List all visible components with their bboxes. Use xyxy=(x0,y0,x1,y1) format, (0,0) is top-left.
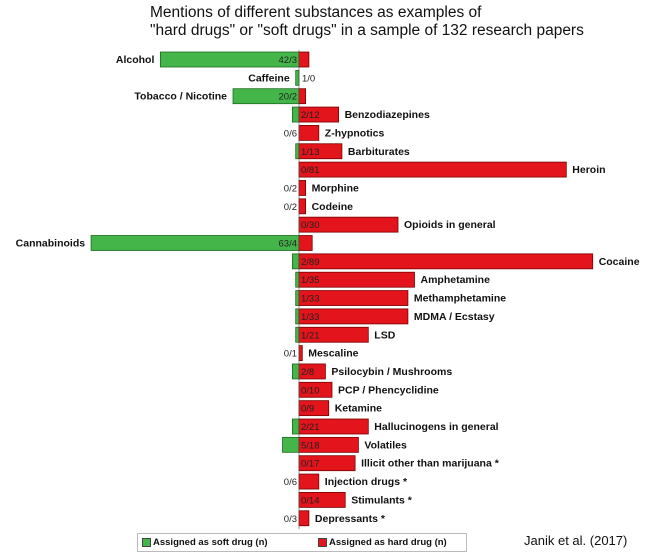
value-label-benzodiazepines: 2/12 xyxy=(301,110,320,121)
value-label-lsd: 1/21 xyxy=(301,330,320,341)
category-label-opioids-in-general: Opioids in general xyxy=(404,219,496,231)
bar-hard-mescaline xyxy=(298,345,303,362)
legend-swatch-soft xyxy=(142,538,151,547)
bar-hard-injection-drugs xyxy=(298,473,320,490)
category-label-pcp-phencyclidine: PCP / Phencyclidine xyxy=(338,384,439,396)
bar-hard-alcohol xyxy=(298,51,310,68)
category-label-injection-drugs: Injection drugs * xyxy=(325,476,408,488)
bar-hard-heroin xyxy=(298,161,567,178)
value-label-amphetamine: 1/35 xyxy=(301,275,320,286)
value-label-tobacco-nicotine: 20/2 xyxy=(279,92,298,103)
bar-soft-mdma-ecstasy xyxy=(295,308,300,325)
category-label-mdma-ecstasy: MDMA / Ecstasy xyxy=(414,311,495,323)
value-label-depressants: 0/3 xyxy=(284,514,297,525)
value-label-hallucinogens-in-general: 2/21 xyxy=(301,422,320,433)
category-label-methamphetamine: Methamphetamine xyxy=(414,293,506,305)
value-label-morphine: 0/2 xyxy=(284,183,297,194)
value-label-injection-drugs: 0/6 xyxy=(284,477,297,488)
bar-soft-amphetamine xyxy=(295,271,300,288)
value-label-cocaine: 2/89 xyxy=(301,257,320,268)
bar-hard-codeine xyxy=(298,198,306,215)
bar-hard-cocaine xyxy=(298,253,594,270)
legend-swatch-hard xyxy=(318,538,327,547)
bar-soft-caffeine xyxy=(295,69,300,86)
bar-soft-volatiles xyxy=(282,436,300,453)
value-label-caffeine: 1/0 xyxy=(302,73,315,84)
chart-title-line-1: Mentions of different substances as exam… xyxy=(150,4,482,21)
category-label-codeine: Codeine xyxy=(312,201,354,213)
category-label-cocaine: Cocaine xyxy=(599,256,640,268)
value-label-alcohol: 42/3 xyxy=(279,55,298,66)
value-label-mescaline: 0/1 xyxy=(284,349,297,360)
legend-label-hard: Assigned as hard drug (n) xyxy=(329,537,447,548)
bar-hard-morphine xyxy=(298,180,306,196)
category-label-stimulants: Stimulants * xyxy=(351,494,413,506)
category-label-barbiturates: Barbiturates xyxy=(348,146,410,158)
value-label-psilocybin-mushrooms: 2/8 xyxy=(301,367,314,378)
legend-label-soft: Assigned as soft drug (n) xyxy=(153,537,268,548)
diverging-bar-chart: 42/3 Alcohol 1/0 Caffeine 20/2 Tobacco / Nico… xyxy=(16,50,640,530)
value-label-codeine: 0/2 xyxy=(284,202,297,213)
category-label-psilocybin-mushrooms: Psilocybin / Mushrooms xyxy=(331,366,452,378)
category-label-mescaline: Mescaline xyxy=(308,348,358,360)
value-label-barbiturates: 1/13 xyxy=(301,147,320,158)
bar-soft-methamphetamine xyxy=(295,290,300,306)
category-label-alcohol: Alcohol xyxy=(116,54,155,66)
category-label-hallucinogens-in-general: Hallucinogens in general xyxy=(374,421,498,433)
category-label-morphine: Morphine xyxy=(312,182,359,194)
value-label-pcp-phencyclidine: 0/10 xyxy=(301,385,320,396)
value-label-z-hypnotics: 0/6 xyxy=(284,128,297,139)
legend-item-hard: Assigned as hard drug (n) xyxy=(318,537,447,548)
value-label-opioids-in-general: 0/30 xyxy=(301,220,320,231)
category-label-cannabinoids: Cannabinoids xyxy=(16,238,86,250)
chart-title: Mentions of different substances as exam… xyxy=(150,4,650,40)
value-label-illicit-other-than-marijuana: 0/17 xyxy=(301,459,320,470)
category-label-heroin: Heroin xyxy=(572,164,605,176)
value-label-volatiles: 5/18 xyxy=(301,440,320,451)
bar-hard-tobacco-nicotine xyxy=(298,88,306,105)
value-label-stimulants: 0/14 xyxy=(301,495,320,506)
legend-item-soft: Assigned as soft drug (n) xyxy=(142,537,268,548)
bar-hard-z-hypnotics xyxy=(298,125,320,141)
value-label-mdma-ecstasy: 1/33 xyxy=(301,312,320,323)
category-label-illicit-other-than-marijuana: Illicit other than marijuana * xyxy=(361,458,500,470)
category-label-lsd: LSD xyxy=(374,329,395,341)
value-label-methamphetamine: 1/33 xyxy=(301,294,320,305)
category-label-volatiles: Volatiles xyxy=(364,439,407,451)
value-label-heroin: 0/81 xyxy=(301,165,320,176)
source-citation: Janik et al. (2017) xyxy=(524,533,628,548)
chart-legend: Assigned as soft drug (n) Assigned as ha… xyxy=(137,533,467,552)
category-label-caffeine: Caffeine xyxy=(248,72,290,84)
category-label-depressants: Depressants * xyxy=(315,513,386,525)
bar-soft-lsd xyxy=(295,326,300,343)
bar-hard-cannabinoids xyxy=(298,235,313,251)
bar-soft-hallucinogens-in-general xyxy=(291,418,300,435)
category-label-amphetamine: Amphetamine xyxy=(421,274,491,286)
bar-soft-cocaine xyxy=(291,253,300,270)
category-label-ketamine: Ketamine xyxy=(335,403,382,415)
bar-soft-cannabinoids xyxy=(90,235,300,251)
category-label-z-hypnotics: Z-hypnotics xyxy=(325,127,385,139)
bar-soft-benzodiazepines xyxy=(291,106,300,123)
bar-hard-depressants xyxy=(298,510,310,527)
category-label-tobacco-nicotine: Tobacco / Nicotine xyxy=(134,91,227,103)
bar-soft-barbiturates xyxy=(295,143,300,160)
category-label-benzodiazepines: Benzodiazepines xyxy=(345,109,430,121)
chart-title-line-2: "hard drugs" or "soft drugs" in a sample… xyxy=(150,22,584,39)
value-label-cannabinoids: 63/4 xyxy=(279,239,298,250)
bar-soft-psilocybin-mushrooms xyxy=(291,363,300,380)
value-label-ketamine: 0/9 xyxy=(301,404,314,415)
